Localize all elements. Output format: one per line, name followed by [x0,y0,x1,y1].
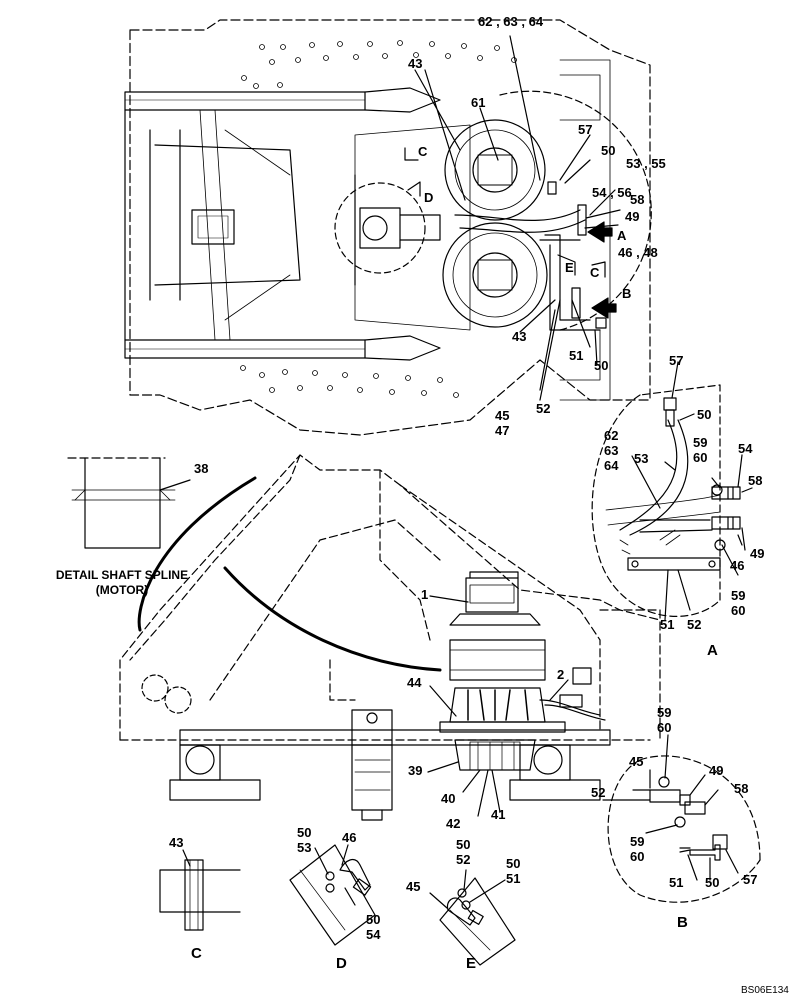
callout-49-a: 49 [750,546,765,561]
callout-43-c: 43 [169,835,184,850]
detail-e-view [429,869,516,966]
callout-46-d: 46 [342,830,357,845]
detail-d-view [289,844,376,946]
drawing-code: BS06E134 [741,985,789,996]
callout-62-a: 62 [604,428,619,443]
section-marker-c-top: C [418,144,428,159]
callout-43-upper: 43 [408,56,423,71]
callout-38: 38 [194,461,209,476]
callout-59-a-upper: 59 [693,435,708,450]
detail-a-view [591,361,753,621]
view-label-d: D [336,955,347,972]
callout-45-e: 45 [406,879,421,894]
callout-50-top: 50 [601,143,616,158]
callout-52-top: 52 [536,401,551,416]
callout-53-d: 53 [297,840,312,855]
view-label-c: C [191,945,202,962]
callout-58-a: 58 [748,473,763,488]
callout-52-b: 52 [591,785,606,800]
callout-61: 61 [471,95,486,110]
callout-57-b: 57 [743,872,758,887]
callout-62-63-64-top: 62 , 63 , 64 [478,14,544,29]
callout-43-lower: 43 [512,329,527,344]
callout-54-56: 54 , 56 [592,185,632,200]
callout-45-b: 45 [629,754,644,769]
detail-caption-line-1: DETAIL SHAFT SPLINE [55,568,189,582]
callout-2: 2 [557,667,565,682]
view-label-b: B [677,914,688,931]
callout-58-top: 58 [630,192,645,207]
callout-54-a: 54 [738,441,753,456]
view-label-e: E [466,955,477,972]
top-plan-view [124,19,652,436]
callout-51-b: 51 [669,875,684,890]
callout-59-a-lower: 59 [731,588,746,603]
view-label-a: A [707,642,718,659]
callout-53-55: 53 , 55 [626,156,666,171]
callout-60-b-lower: 60 [630,849,645,864]
detail-caption-line-2: (MOTOR) [95,583,149,597]
callout-51-a: 51 [660,617,675,632]
callout-39: 39 [408,763,423,778]
callout-63-a: 63 [604,443,619,458]
detail-c-view [159,849,241,931]
callout-54-d: 54 [366,927,381,942]
callout-50-b: 50 [705,875,720,890]
callout-50-top-lower: 50 [594,358,609,373]
arrow-label-b: B [622,286,632,301]
callout-47-top: 47 [495,423,510,438]
callout-51-e: 51 [506,871,521,886]
callout-45-top: 45 [495,408,510,423]
side-elevation-view [119,454,661,821]
callout-60-a-upper: 60 [693,450,708,465]
callout-49-b: 49 [709,763,724,778]
callout-50-e-right: 50 [506,856,521,871]
section-marker-c-right: C [590,265,600,280]
callout-50-d-lower: 50 [366,912,381,927]
callout-41: 41 [491,807,506,822]
detail-b-view [602,734,761,903]
callout-53-a: 53 [634,451,649,466]
section-marker-e-top: E [565,260,574,275]
callout-60-a-lower: 60 [731,603,746,618]
callout-46-48: 46 , 48 [618,245,658,260]
callout-52-e: 52 [456,852,471,867]
callout-50-e-upper: 50 [456,837,471,852]
callout-42: 42 [446,816,461,831]
shaft-spline-detail [67,457,191,549]
callout-59-b-lower: 59 [630,834,645,849]
section-marker-d-top: D [424,190,434,205]
callout-58-b: 58 [734,781,749,796]
callout-49-top: 49 [625,209,640,224]
callout-57-a: 57 [669,353,684,368]
callout-51-top: 51 [569,348,584,363]
callout-50-a: 50 [697,407,712,422]
callout-57-top: 57 [578,122,593,137]
callout-60-b-upper: 60 [657,720,672,735]
callout-50-d-upper: 50 [297,825,312,840]
detail-caption: DETAIL SHAFT SPLINE (MOTOR) [38,568,206,598]
callout-46-a: 46 [730,558,745,573]
callout-59-b-upper: 59 [657,705,672,720]
callout-44: 44 [407,675,422,690]
arrow-label-a: A [617,228,627,243]
callout-64-a: 64 [604,458,619,473]
callout-52-a: 52 [687,617,702,632]
callout-1: 1 [421,587,429,602]
callout-40: 40 [441,791,456,806]
